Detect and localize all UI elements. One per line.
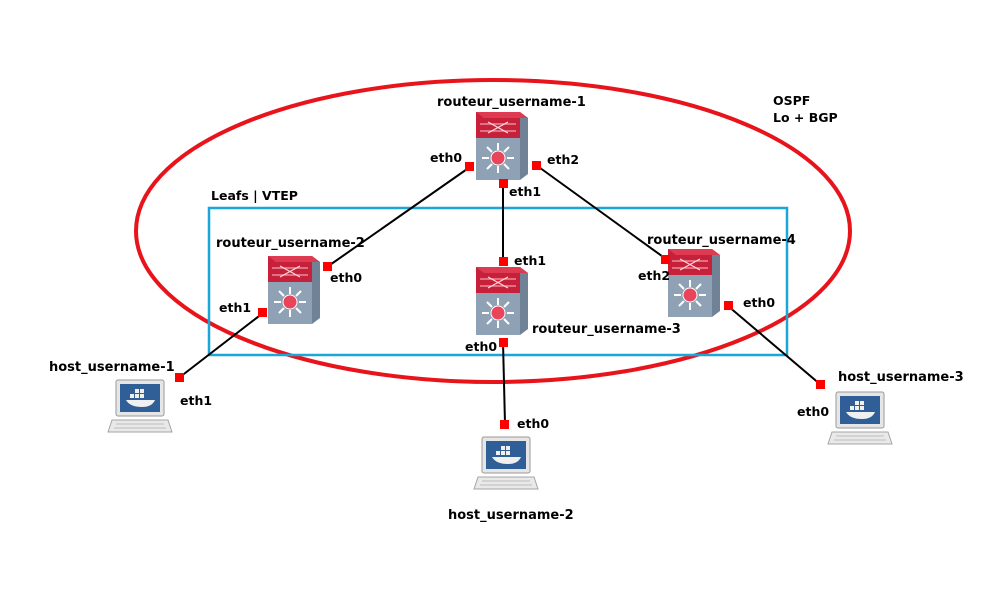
iface-label-r1-eth1: eth1 bbox=[509, 184, 541, 199]
router-icon-r3[interactable] bbox=[475, 266, 529, 336]
port-r3-eth0[interactable] bbox=[499, 338, 508, 347]
port-r1-eth1[interactable] bbox=[499, 179, 508, 188]
docker-host-icon-h3[interactable] bbox=[827, 391, 893, 445]
link-r3-h2[interactable] bbox=[502, 341, 506, 425]
port-h3-eth0[interactable] bbox=[816, 380, 825, 389]
port-r2-eth0[interactable] bbox=[323, 262, 332, 271]
iface-label-r4-eth2: eth2 bbox=[638, 268, 670, 283]
docker-host-icon-h1[interactable] bbox=[107, 379, 173, 433]
node-label-h2: host_username-2 bbox=[448, 508, 574, 523]
link-r2-h1[interactable] bbox=[179, 312, 264, 378]
link-r1-r4[interactable] bbox=[535, 164, 667, 260]
port-r2-eth1[interactable] bbox=[258, 308, 267, 317]
node-label-r4: routeur_username-4 bbox=[647, 233, 796, 248]
leafs-zone-label: Leafs | VTEP bbox=[211, 188, 298, 203]
iface-label-r2-eth1: eth1 bbox=[219, 300, 251, 315]
node-label-r1: routeur_username-1 bbox=[437, 95, 586, 110]
port-r4-eth2[interactable] bbox=[661, 255, 670, 264]
iface-label-h3-eth0: eth0 bbox=[797, 404, 829, 419]
node-label-h1: host_username-1 bbox=[49, 360, 175, 375]
docker-host-icon-h2[interactable] bbox=[473, 436, 539, 490]
node-label-r3: routeur_username-3 bbox=[532, 322, 681, 337]
iface-label-r3-eth0: eth0 bbox=[465, 339, 497, 354]
link-r1-r2[interactable] bbox=[326, 166, 471, 268]
port-h2-eth0[interactable] bbox=[500, 420, 509, 429]
router-icon-r4[interactable] bbox=[667, 248, 721, 318]
ospf-zone-ellipse bbox=[134, 78, 852, 384]
iface-label-r2-eth0: eth0 bbox=[330, 270, 362, 285]
port-r1-eth0[interactable] bbox=[465, 162, 474, 171]
router-icon-r1[interactable] bbox=[475, 111, 529, 181]
node-label-h3: host_username-3 bbox=[838, 370, 964, 385]
iface-label-h1-eth1: eth1 bbox=[180, 393, 212, 408]
port-r3-eth1[interactable] bbox=[499, 257, 508, 266]
port-h1-eth1[interactable] bbox=[175, 373, 184, 382]
router-icon-r2[interactable] bbox=[267, 255, 321, 325]
leafs-vtep-zone bbox=[207, 206, 789, 357]
link-r4-h3[interactable] bbox=[727, 305, 822, 386]
iface-label-r4-eth0: eth0 bbox=[743, 295, 775, 310]
iface-label-h2-eth0: eth0 bbox=[517, 416, 549, 431]
port-r1-eth2[interactable] bbox=[532, 161, 541, 170]
node-label-r2: routeur_username-2 bbox=[216, 236, 365, 251]
iface-label-r1-eth0: eth0 bbox=[430, 150, 462, 165]
port-r4-eth0[interactable] bbox=[724, 301, 733, 310]
iface-label-r1-eth2: eth2 bbox=[547, 152, 579, 167]
ospf-zone-label: OSPF bbox=[773, 93, 810, 108]
ospf-zone-sublabel: Lo + BGP bbox=[773, 110, 838, 125]
iface-label-r3-eth1: eth1 bbox=[514, 253, 546, 268]
